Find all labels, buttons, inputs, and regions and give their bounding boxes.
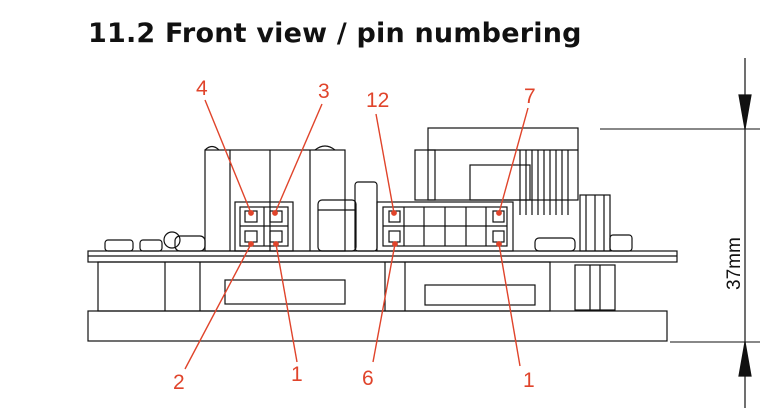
pin-label-2: 2 (173, 371, 185, 394)
pin-label-7: 7 (524, 85, 536, 108)
left-connector (234, 201, 294, 252)
pin-label-1-left: 1 (291, 363, 303, 386)
section-title: 11.2 Front view / pin numbering (88, 18, 582, 49)
dimension-label: 37mm (724, 237, 745, 290)
pin-label-12: 12 (366, 89, 389, 112)
pin-label-4: 4 (196, 77, 208, 100)
pin-label-3: 3 (318, 80, 330, 103)
dimension-arrow (738, 58, 752, 408)
right-connector (376, 201, 514, 252)
pin-label-1-right: 1 (523, 369, 535, 392)
pin-label-6: 6 (362, 367, 374, 390)
